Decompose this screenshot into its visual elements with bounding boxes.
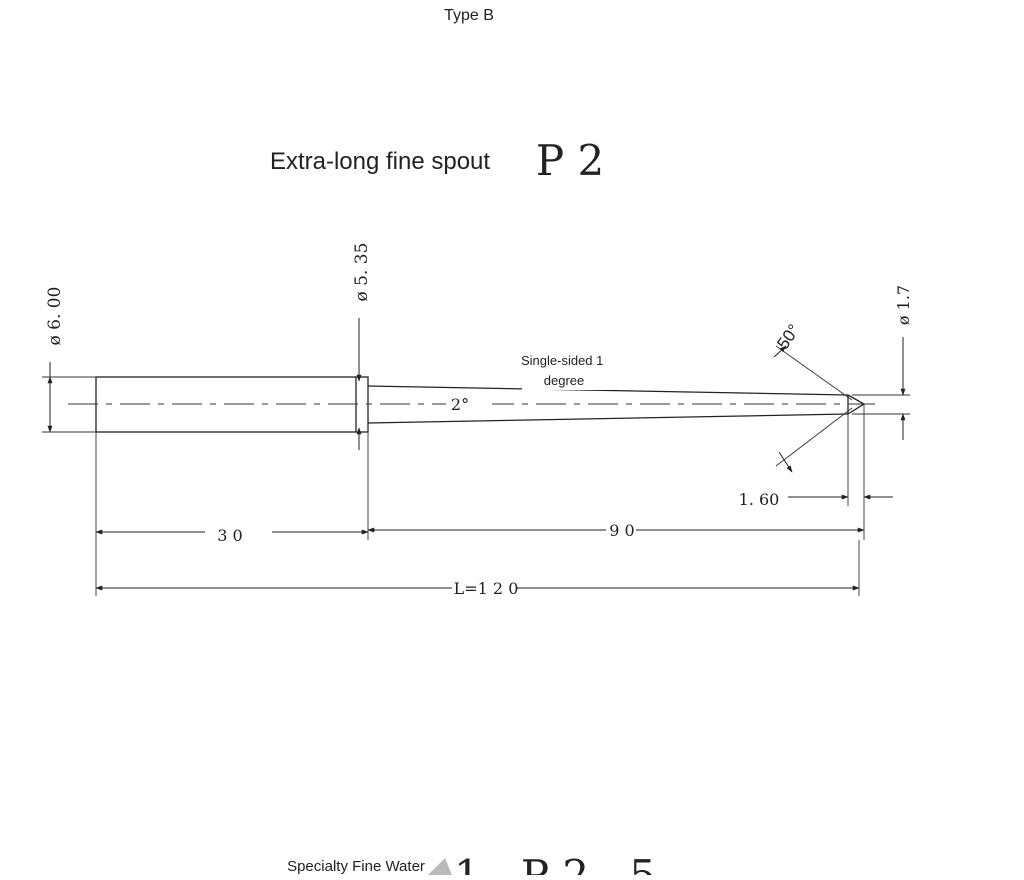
- spout-length-label: 9 0: [609, 521, 634, 540]
- total-length-label: L=1 2 0: [454, 579, 519, 598]
- ext-angle-lower: [775, 407, 853, 467]
- dim-angle-arrow-lower: [778, 451, 793, 473]
- drawing-title: Extra-long fine spout: [270, 148, 490, 175]
- taper-note-mask: [522, 350, 610, 390]
- taper-note-text-line2: degree: [544, 373, 584, 388]
- tip-angle-label: 50°: [773, 321, 803, 353]
- ext-angle-upper: [775, 345, 853, 401]
- body-diameter-label: ø 6. 00: [45, 287, 65, 346]
- extension-lines: [42, 345, 910, 596]
- spout-bottom-edge: [367, 413, 849, 424]
- footer-caption: Specialty Fine Water: [287, 858, 425, 875]
- footer-code: 1 P 2 5: [454, 851, 656, 875]
- dimension-lines: [47, 318, 906, 591]
- dim-angle-arrow-upper: [773, 345, 787, 358]
- step-diameter-label: ø 5. 35: [352, 243, 372, 302]
- spout-top-edge: [367, 385, 849, 396]
- taper-angle-label: 2°: [451, 395, 469, 414]
- taper-label-mask: [446, 394, 492, 414]
- part-code: P 2: [536, 136, 604, 185]
- tip-length-label: 1. 60: [739, 490, 780, 509]
- body-length-label: 3 0: [217, 526, 242, 545]
- type-label: Type B: [444, 7, 494, 24]
- tip-diameter-label: ø 1.7: [894, 285, 913, 325]
- taper-note-text: Single-sided 1: [521, 353, 603, 368]
- footer-shadow-mark: [428, 858, 452, 875]
- taper-note-label: Single-sided 1 degree: [521, 353, 607, 388]
